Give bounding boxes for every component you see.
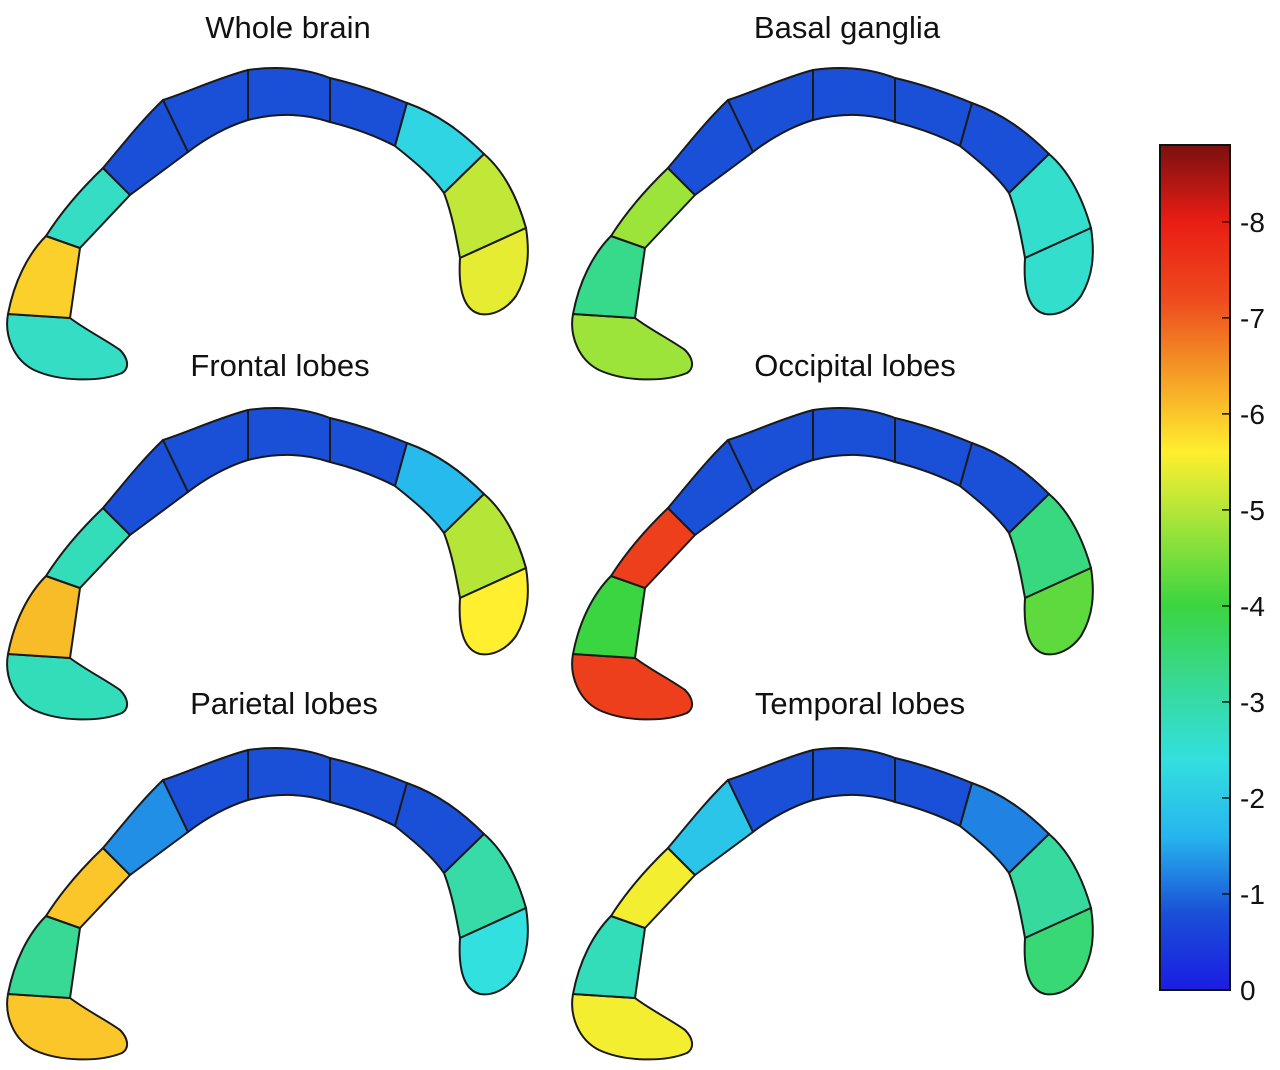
segment-posterior-body xyxy=(894,417,973,487)
panel-parietal-lobes: Parietal lobes xyxy=(6,686,529,1061)
segment-genu xyxy=(7,235,81,319)
colorbar-tick-label: -3 xyxy=(1240,687,1265,718)
colorbar-tick-label: 0 xyxy=(1240,975,1256,1006)
segment-genu xyxy=(572,915,646,999)
segment-group xyxy=(571,747,1094,1061)
segment-rostrum xyxy=(571,993,693,1061)
colorbar-tick-label: -2 xyxy=(1240,783,1265,814)
segment-posterior-body xyxy=(329,77,408,147)
colorbar-tick-label: -1 xyxy=(1240,879,1265,910)
segment-mid-body-2 xyxy=(812,407,896,463)
segment-rostrum xyxy=(571,653,693,721)
segment-mid-body-2 xyxy=(247,747,331,803)
segment-mid-body-2 xyxy=(247,407,331,463)
segment-posterior-body xyxy=(894,757,973,827)
corpus-callosum-map xyxy=(571,747,1094,1061)
colorbar-tick-label: -4 xyxy=(1240,591,1265,622)
segment-splenium-lower xyxy=(1023,907,1094,996)
colorbar-tick-label: -6 xyxy=(1240,399,1265,430)
segment-rostrum xyxy=(6,313,128,381)
panel-title: Whole brain xyxy=(205,10,370,45)
segment-mid-body-2 xyxy=(812,747,896,803)
segment-splenium-lower xyxy=(458,227,529,316)
segment-rostrum xyxy=(6,993,128,1061)
segment-mid-body-2 xyxy=(812,67,896,123)
panel-frontal-lobes: Frontal lobes xyxy=(6,348,529,721)
panel-title: Temporal lobes xyxy=(755,686,965,721)
segment-group xyxy=(6,67,529,381)
segment-rostrum xyxy=(571,313,693,381)
corpus-callosum-map xyxy=(6,67,529,381)
segment-posterior-body xyxy=(329,757,408,827)
corpus-callosum-map xyxy=(6,747,529,1061)
panel-whole-brain: Whole brain xyxy=(6,10,529,381)
corpus-callosum-map xyxy=(6,407,529,721)
panel-title: Basal ganglia xyxy=(754,10,941,45)
colorbar-ticks: 0 -1 -2 -3 -4 -5 -6 -7 -8 xyxy=(1222,207,1265,1006)
colorbar-tick-label: -7 xyxy=(1240,303,1265,334)
segment-genu xyxy=(572,235,646,319)
segment-genu xyxy=(7,915,81,999)
panel-title: Parietal lobes xyxy=(190,686,378,721)
segment-rostrum xyxy=(6,653,128,721)
panel-temporal-lobes: Temporal lobes xyxy=(571,686,1094,1061)
segment-splenium-lower xyxy=(458,907,529,996)
segment-group xyxy=(571,407,1094,721)
segment-group xyxy=(571,67,1094,381)
corpus-callosum-map xyxy=(571,67,1094,381)
segment-group xyxy=(6,407,529,721)
segment-splenium-lower xyxy=(458,567,529,656)
colorbar-tick-label: -5 xyxy=(1240,495,1265,526)
panel-title: Frontal lobes xyxy=(190,348,369,383)
colorbar-tick-label: -8 xyxy=(1240,207,1265,238)
colorbar: 0 -1 -2 -3 -4 -5 -6 -7 -8 xyxy=(1159,144,1265,1006)
panel-title: Occipital lobes xyxy=(754,348,956,383)
panel-basal-ganglia: Basal ganglia xyxy=(571,10,1094,381)
colorbar-gradient xyxy=(1159,144,1231,991)
segment-posterior-body xyxy=(329,417,408,487)
segment-posterior-body xyxy=(894,77,973,147)
segment-splenium-lower xyxy=(1023,567,1094,656)
segment-genu xyxy=(7,575,81,659)
corpus-callosum-map xyxy=(571,407,1094,721)
segment-group xyxy=(6,747,529,1061)
segment-mid-body-2 xyxy=(247,67,331,123)
panel-occipital-lobes: Occipital lobes xyxy=(571,348,1094,721)
segment-genu xyxy=(572,575,646,659)
segment-splenium-lower xyxy=(1023,227,1094,316)
